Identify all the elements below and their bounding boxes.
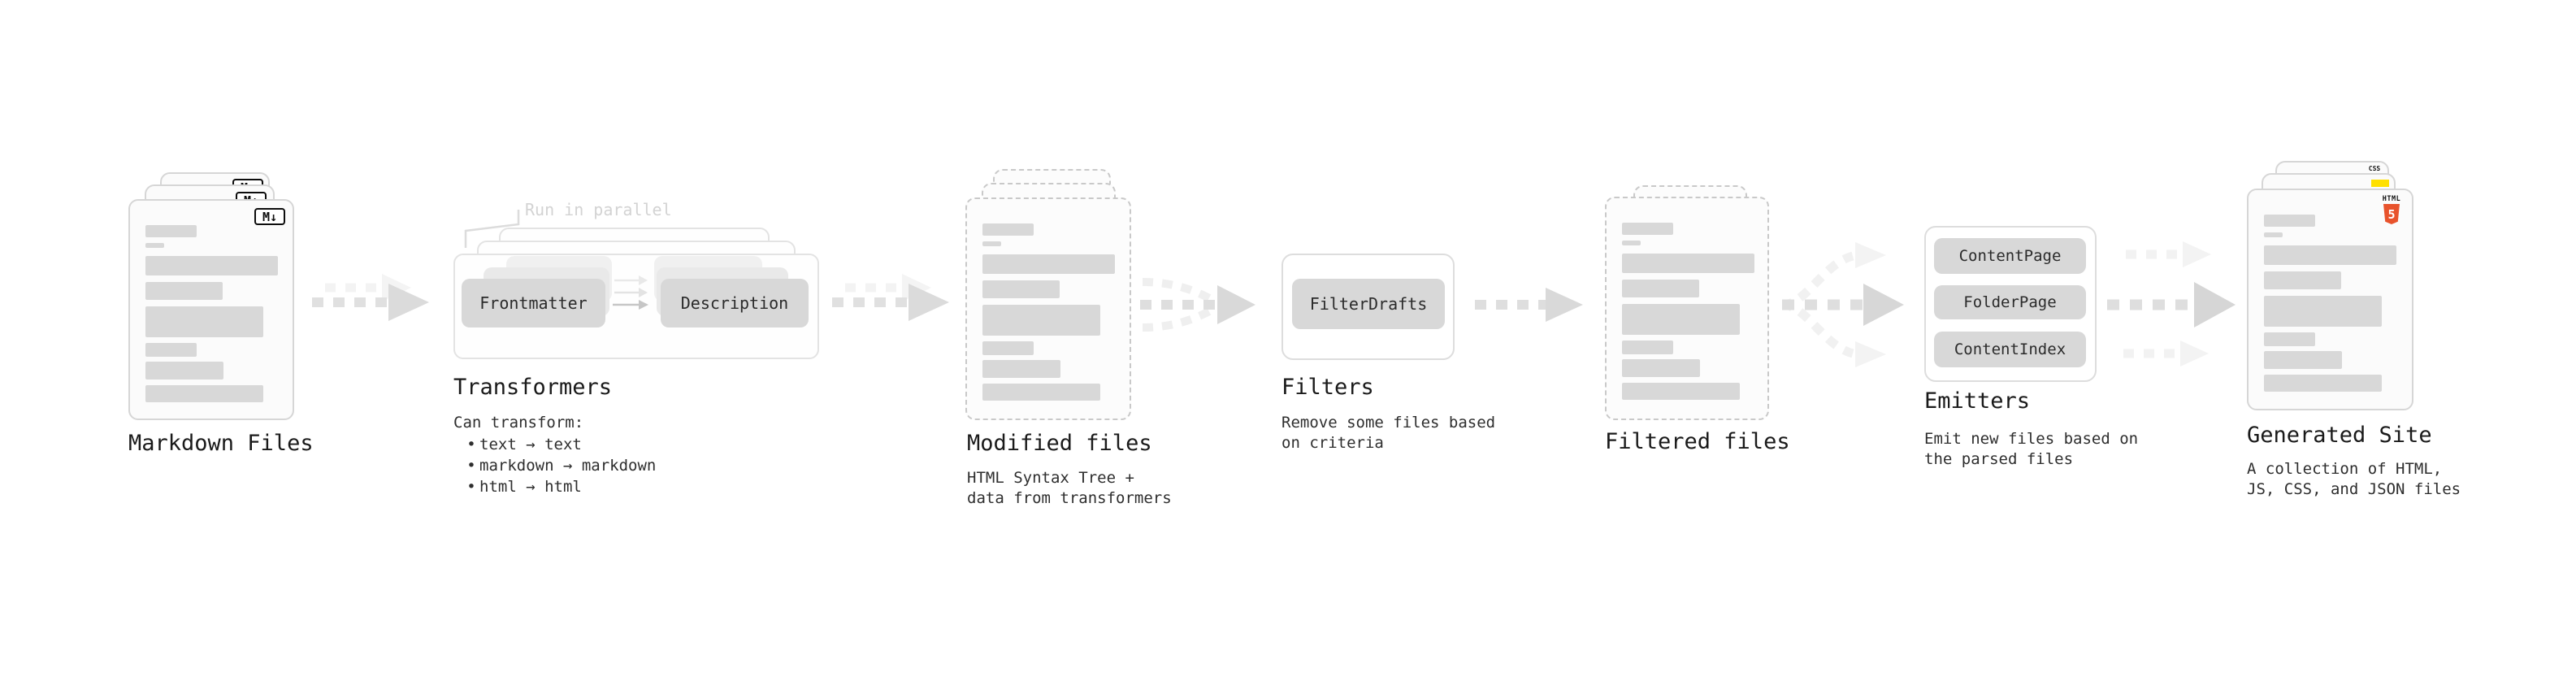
arrow-emitters-to-site [2107, 241, 2236, 367]
skeleton-text-bar [2264, 375, 2382, 392]
modified-files-subtitle: data from transformers [967, 489, 1172, 507]
annotation-callout-line [464, 210, 520, 248]
html5-icon: HTML 5 [2381, 195, 2402, 224]
skeleton-text-bar [1622, 383, 1740, 400]
skeleton-text-bar [1622, 223, 1673, 235]
frontmatter-pill: Frontmatter [462, 279, 605, 327]
skeleton-text-bar [145, 306, 263, 337]
emitters-subtitle: Emit new files based on [1924, 430, 2139, 448]
generated-site-title: Generated Site [2247, 423, 2432, 448]
filters-title: Filters [1281, 375, 1374, 400]
skeleton-text-bar [1622, 340, 1673, 354]
skeleton-text-bar [2264, 351, 2342, 369]
contentindex-pill: ContentIndex [1934, 332, 2086, 367]
skeleton-text-bar [2264, 232, 2283, 237]
site-doc-card-front: HTML 5 [2247, 189, 2413, 410]
filtered-files-title: Filtered files [1605, 429, 1790, 454]
skeleton-text-bar [1622, 241, 1641, 245]
transform-bullet: •html → html [466, 478, 582, 496]
skeleton-text-bar [1622, 304, 1740, 335]
folderpage-pill: FolderPage [1934, 285, 2086, 319]
modified-files-subtitle: HTML Syntax Tree + [967, 469, 1134, 487]
filterdrafts-pill: FilterDrafts [1292, 279, 1445, 329]
skeleton-text-bar [145, 362, 223, 380]
skeleton-text-bar [982, 384, 1100, 401]
skeleton-text-bar [145, 282, 223, 300]
skeleton-text-bar [982, 241, 1001, 246]
skeleton-text-bar [982, 360, 1060, 378]
skeleton-text-bar [145, 343, 197, 357]
skeleton-text-bar [982, 223, 1034, 236]
skeleton-text-bar [2264, 332, 2315, 346]
modified-doc-card-front [965, 197, 1131, 420]
transformers-heading: Can transform: [453, 414, 584, 432]
skeleton-text-bar [2264, 271, 2341, 289]
skeleton-text-bar [1622, 359, 1700, 377]
generated-site-subtitle: JS, CSS, and JSON files [2247, 480, 2461, 498]
skeleton-text-bar [1622, 280, 1699, 297]
modified-files-title: Modified files [967, 431, 1152, 456]
skeleton-text-bar [145, 225, 197, 237]
emitters-title: Emitters [1924, 388, 2031, 414]
frontmatter-to-description-arrows [613, 275, 648, 310]
skeleton-text-bar [982, 341, 1034, 355]
filters-subtitle: Remove some files based [1281, 414, 1496, 432]
skeleton-text-bar [982, 254, 1115, 274]
arrow-files-to-transformers [312, 274, 429, 321]
skeleton-text-bar [145, 256, 278, 275]
transform-bullet: •markdown → markdown [466, 457, 657, 475]
arrow-modified-to-filters [1140, 278, 1255, 332]
skeleton-text-bar [982, 280, 1060, 298]
skeleton-text-bar [1622, 254, 1754, 273]
skeleton-text-bar [145, 385, 263, 402]
arrow-filters-to-filtered [1475, 288, 1583, 322]
arrow-transformers-to-modified [832, 274, 949, 321]
contentpage-pill: ContentPage [1934, 238, 2086, 274]
skeleton-text-bar [145, 243, 164, 248]
markdown-files-title: Markdown Files [128, 431, 314, 456]
emitters-subtitle: the parsed files [1924, 450, 2074, 468]
generated-site-subtitle: A collection of HTML, [2247, 460, 2443, 478]
description-pill: Description [661, 279, 809, 327]
transform-bullet: •text → text [466, 436, 582, 453]
markdown-doc-card-front: M↓ [128, 199, 294, 420]
skeleton-text-bar [2264, 296, 2382, 327]
html5-shield: 5 [2383, 204, 2400, 224]
filters-subtitle: on criteria [1281, 434, 1384, 452]
js-icon [2371, 180, 2389, 187]
skeleton-text-bar [2264, 215, 2315, 227]
skeleton-text-bar [2264, 245, 2396, 265]
filtered-doc-card-front [1605, 197, 1769, 420]
transformers-title: Transformers [453, 375, 613, 400]
skeleton-text-bar [982, 305, 1100, 336]
run-in-parallel-annotation: Run in parallel [525, 200, 672, 219]
markdown-icon: M↓ [254, 208, 285, 225]
arrow-filtered-to-emitters [1781, 242, 1904, 367]
